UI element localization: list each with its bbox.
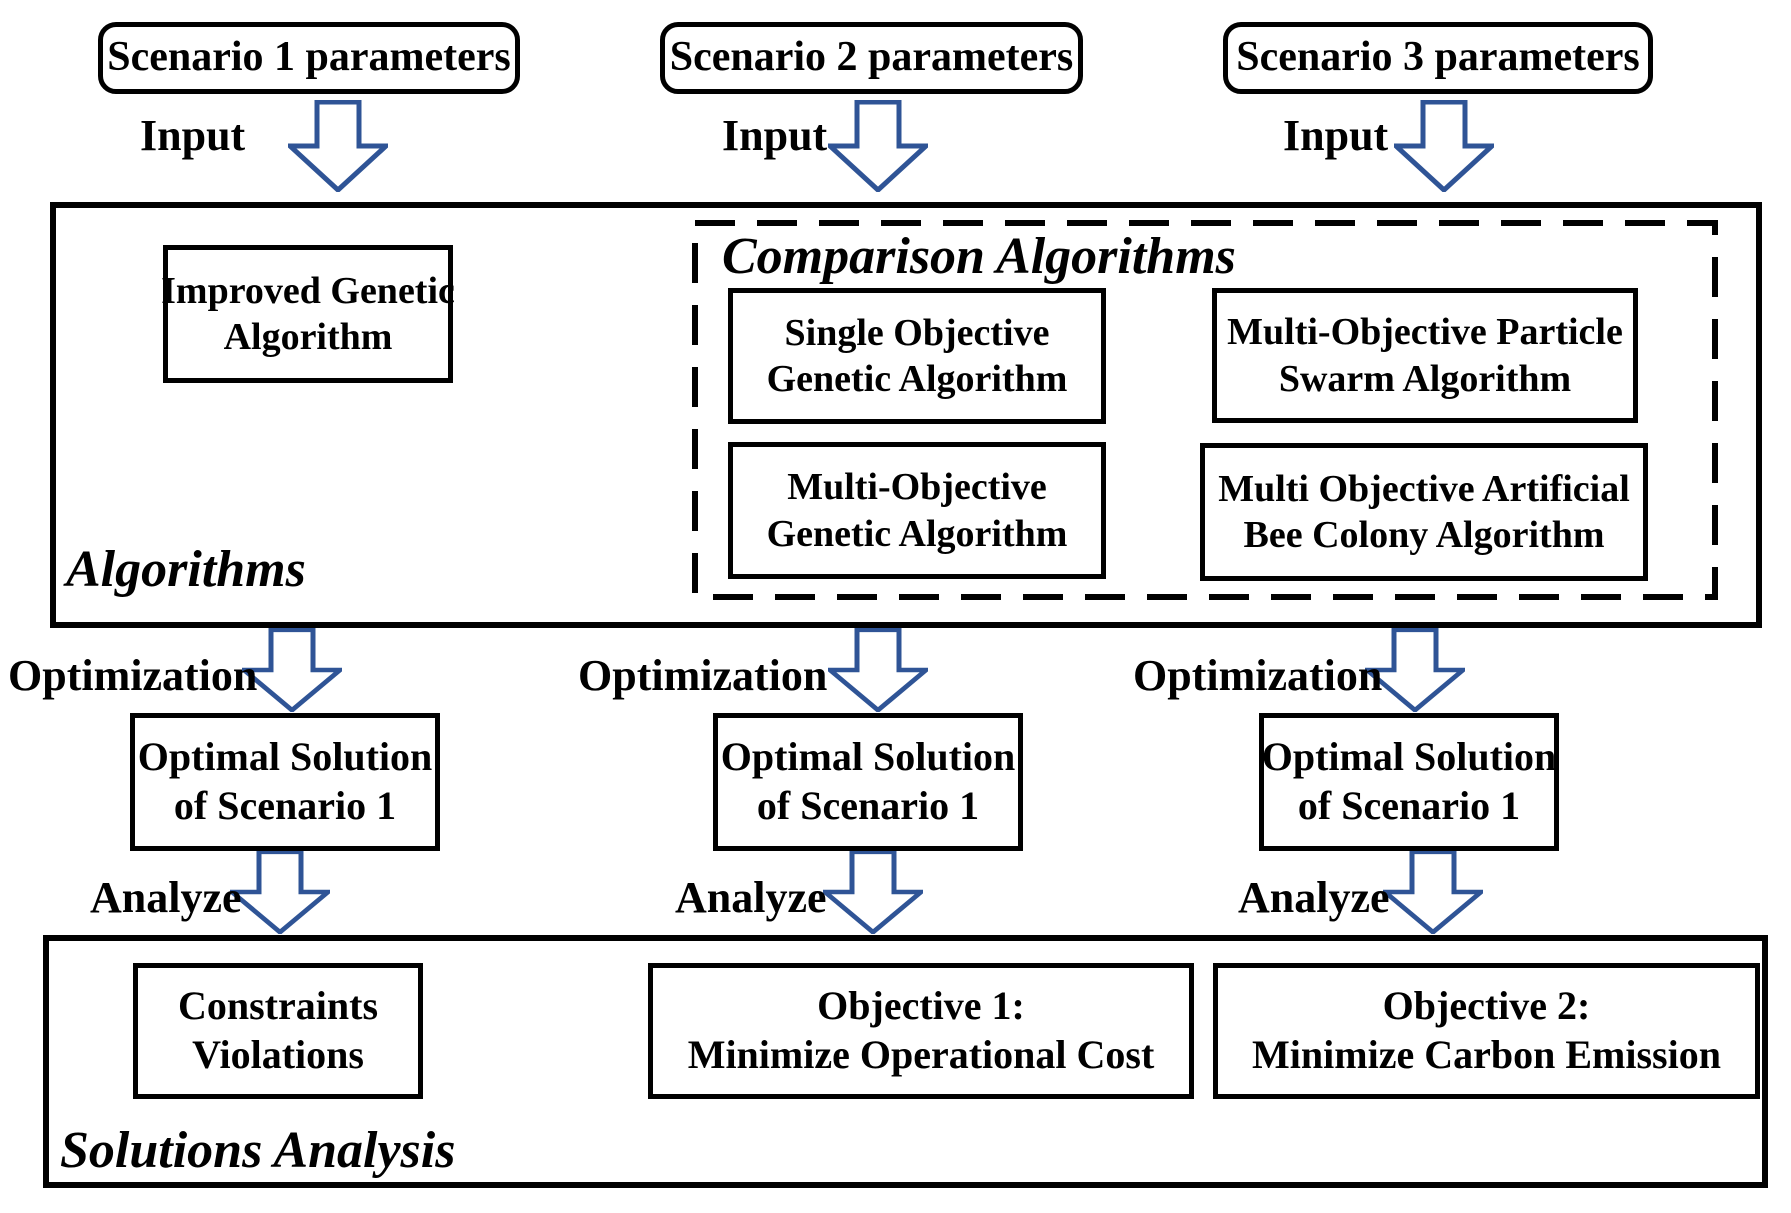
analyze-label-1: Analyze: [90, 873, 242, 922]
multi-objective-pso-box: Multi-Objective Particle Swarm Algorithm: [1212, 288, 1638, 423]
objective-2-line1: Objective 2:: [1382, 983, 1591, 1029]
down-arrow-icon: [1383, 850, 1483, 934]
down-arrow-icon: [288, 100, 388, 192]
down-arrow-icon: [828, 100, 928, 192]
solutions-analysis-title: Solutions Analysis: [60, 1122, 456, 1179]
optimal-solution-1-line1: Optimal Solution: [137, 734, 433, 780]
optimization-label-2: Optimization: [578, 651, 828, 700]
optimal-solution-3-line2: of Scenario 1: [1297, 783, 1521, 828]
optimal-solution-box-2: Optimal Solution of Scenario 1: [713, 713, 1023, 851]
constraints-violations-box: Constraints Violations: [133, 963, 423, 1099]
scenario-2-parameters-box: Scenario 2 parameters: [660, 22, 1083, 94]
down-arrow-icon: [1365, 628, 1465, 712]
input-label-2: Input: [722, 111, 828, 160]
multi-objective-ga-line2: Genetic Algorithm: [766, 512, 1068, 555]
objective-2-line2: Minimize Carbon Emission: [1252, 1032, 1721, 1077]
multi-objective-abc-line2: Bee Colony Algorithm: [1243, 514, 1605, 556]
objective-1-line2: Minimize Operational Cost: [687, 1032, 1155, 1077]
algorithms-section-title: Algorithms: [66, 541, 306, 598]
objective-2-box: Objective 2: Minimize Carbon Emission: [1213, 963, 1760, 1099]
optimal-solution-3-line1: Optimal Solution: [1261, 734, 1557, 780]
multi-objective-ga-box: Multi-Objective Genetic Algorithm: [728, 442, 1106, 579]
improved-genetic-algorithm-line1: Improved Genetic: [161, 269, 455, 312]
improved-genetic-algorithm-box: Improved Genetic Algorithm: [161, 245, 455, 383]
scenario-1-parameters-box: Scenario 1 parameters: [98, 22, 520, 94]
single-objective-ga-line2: Genetic Algorithm: [766, 358, 1068, 400]
comparison-algorithms-title: Comparison Algorithms: [722, 228, 1236, 285]
optimization-label-1: Optimization: [8, 651, 258, 700]
analyze-label-3: Analyze: [1238, 873, 1390, 922]
multi-objective-abc-line1: Multi Objective Artificial: [1218, 467, 1630, 510]
scenario-1-parameters-label: Scenario 1 parameters: [107, 34, 511, 81]
comparison-algorithms-dashed-border: [692, 220, 1718, 600]
optimal-solution-box-1: Optimal Solution of Scenario 1: [130, 713, 440, 851]
objective-1-box: Objective 1: Minimize Operational Cost: [648, 963, 1194, 1099]
improved-genetic-algorithm-line2: Algorithm: [223, 316, 393, 358]
optimal-solution-1-line2: of Scenario 1: [173, 783, 397, 828]
input-label-1: Input: [140, 111, 246, 160]
multi-objective-pso-line2: Swarm Algorithm: [1278, 357, 1572, 400]
optimal-solution-2-line2: of Scenario 1: [756, 783, 980, 828]
constraints-violations-line2: Violations: [192, 1032, 364, 1077]
down-arrow-icon: [230, 850, 330, 934]
input-label-3: Input: [1283, 111, 1389, 160]
multi-objective-abc-box: Multi Objective Artificial Bee Colony Al…: [1200, 443, 1648, 581]
scenario-2-parameters-label: Scenario 2 parameters: [669, 34, 1074, 81]
down-arrow-icon: [828, 628, 928, 712]
scenario-3-parameters-label: Scenario 3 parameters: [1236, 34, 1640, 81]
scenario-3-parameters-box: Scenario 3 parameters: [1223, 22, 1653, 94]
single-objective-ga-line1: Single Objective: [784, 311, 1050, 354]
objective-1-line1: Objective 1:: [817, 983, 1025, 1029]
multi-objective-pso-line1: Multi-Objective Particle: [1227, 311, 1623, 354]
optimal-solution-2-line1: Optimal Solution: [720, 734, 1016, 780]
multi-objective-ga-line1: Multi-Objective: [787, 466, 1047, 509]
constraints-violations-line1: Constraints: [177, 983, 379, 1029]
analyze-label-2: Analyze: [675, 873, 827, 922]
down-arrow-icon: [242, 628, 342, 712]
single-objective-ga-box: Single Objective Genetic Algorithm: [728, 288, 1106, 424]
down-arrow-icon: [823, 850, 923, 934]
down-arrow-icon: [1394, 100, 1494, 192]
optimal-solution-box-3: Optimal Solution of Scenario 1: [1259, 713, 1559, 851]
optimization-label-3: Optimization: [1133, 651, 1383, 700]
